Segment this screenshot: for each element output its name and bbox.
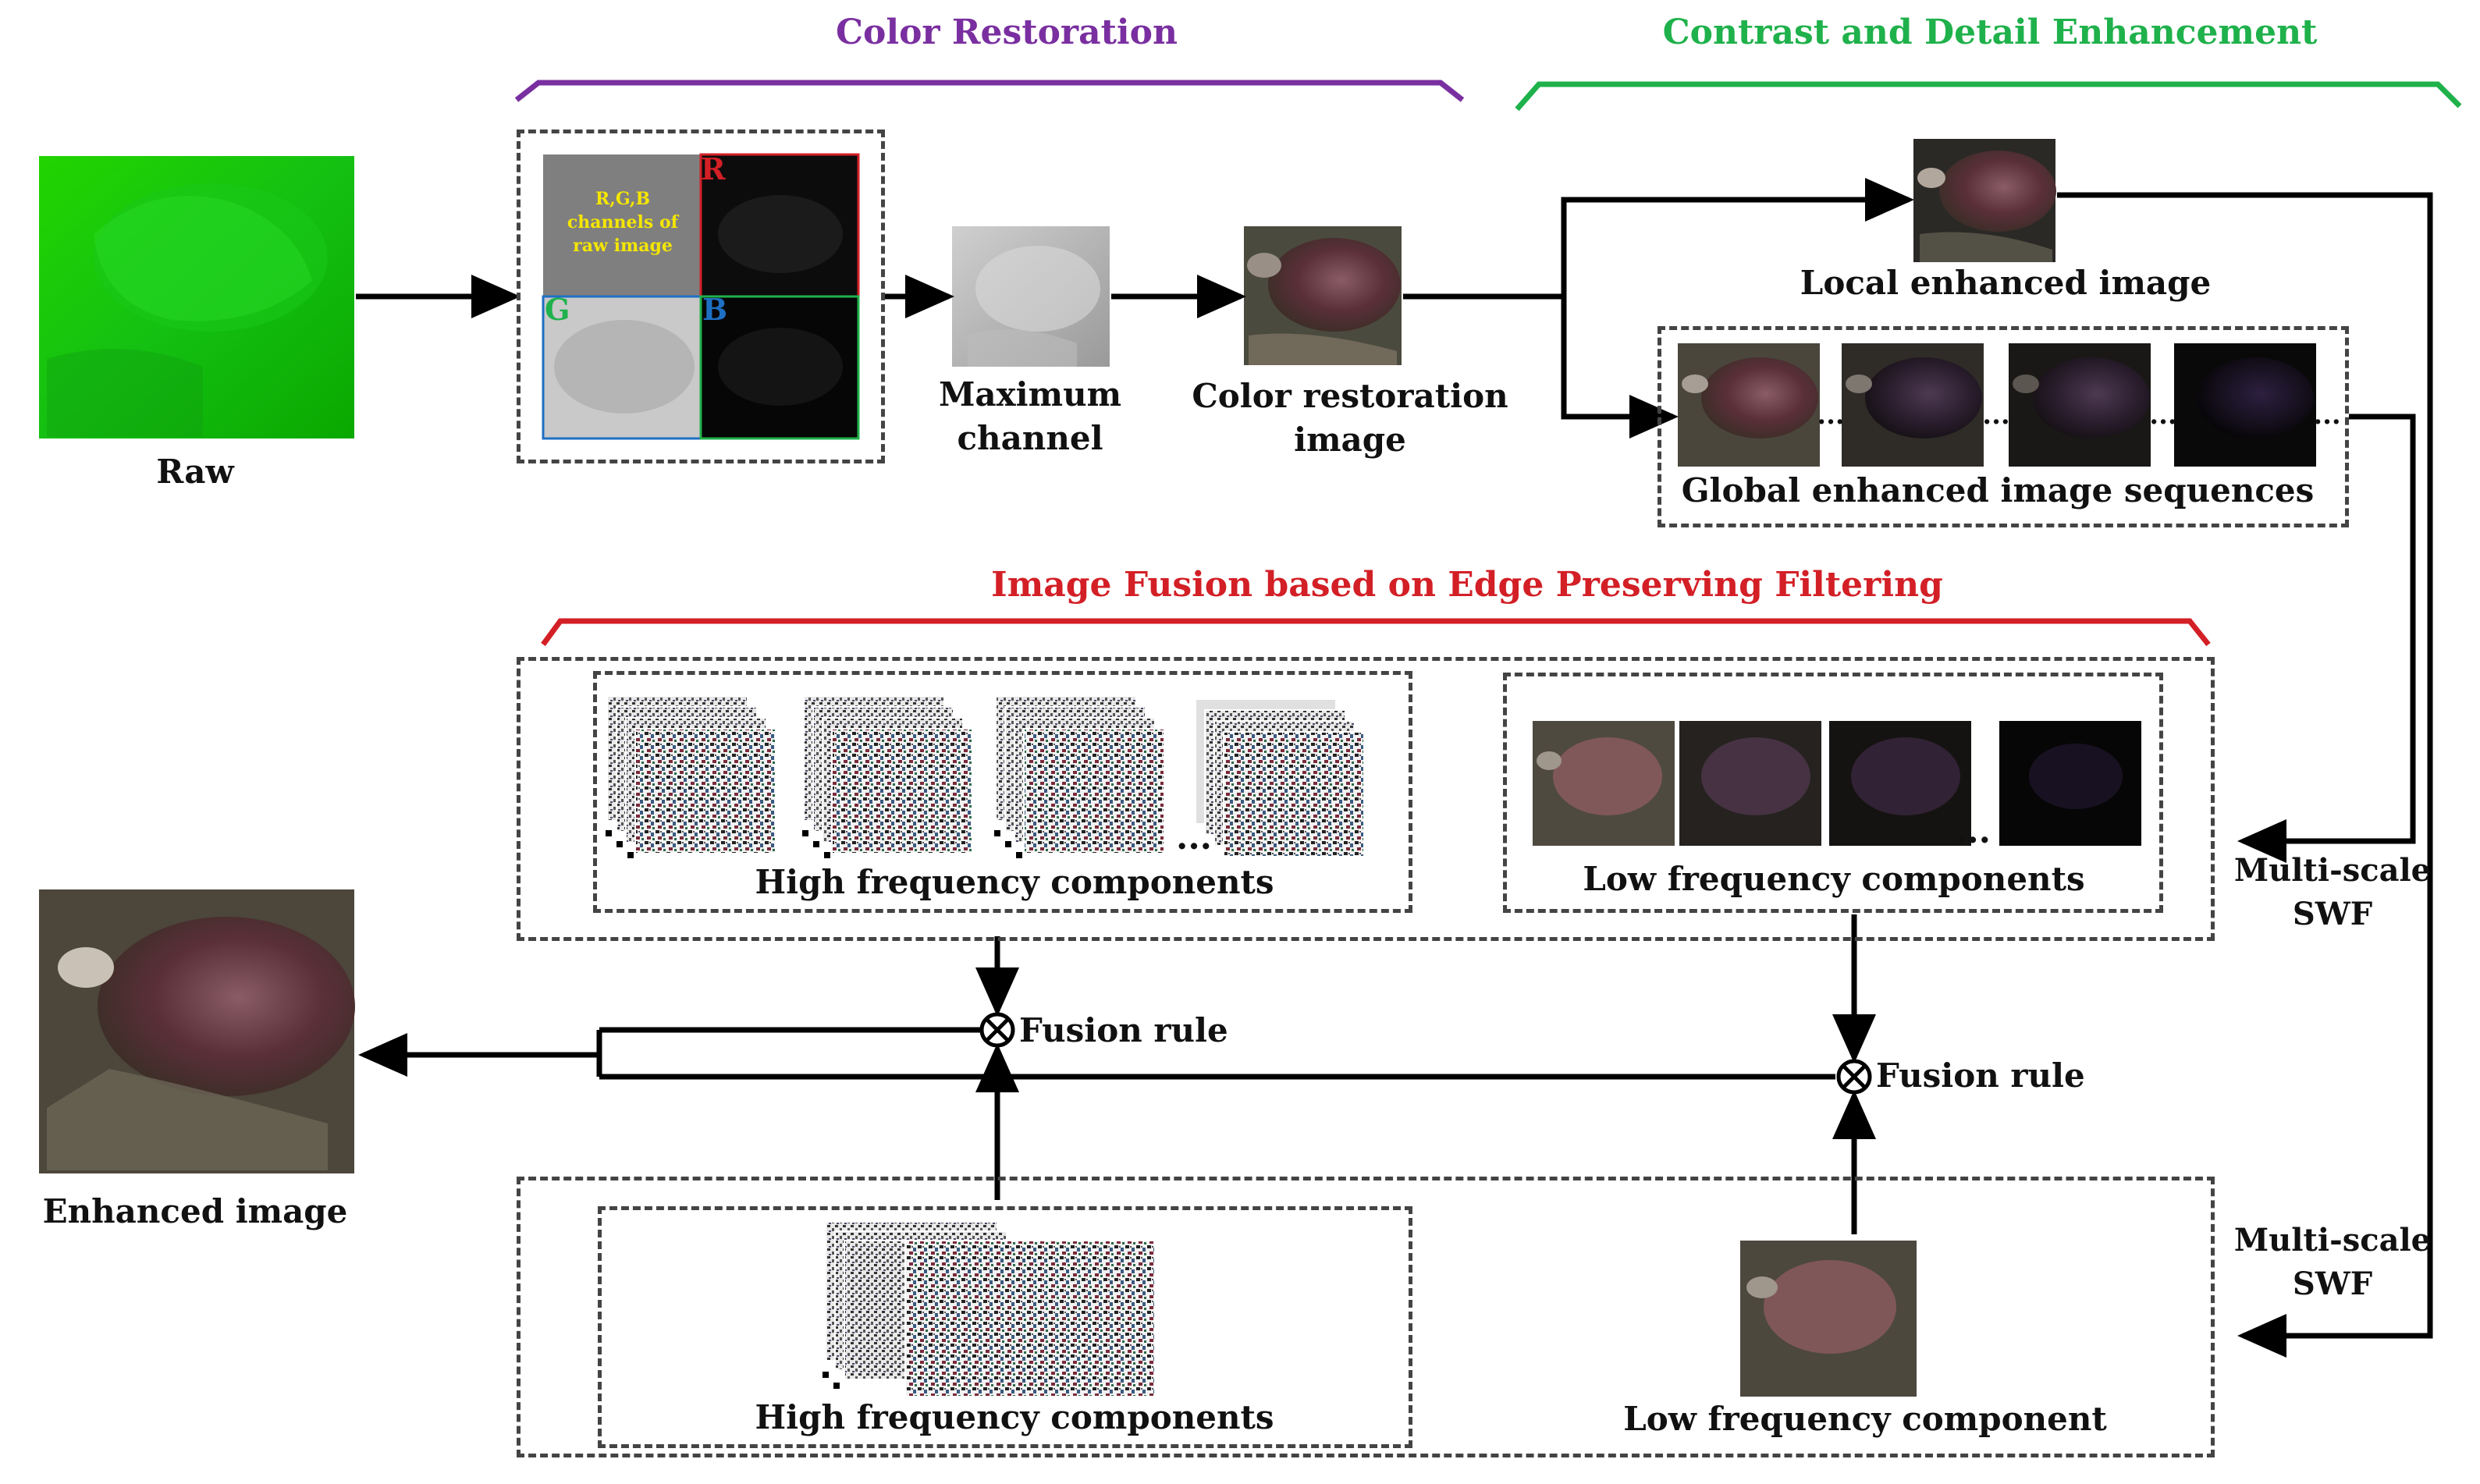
contrast-enhancement-bracket [1515, 81, 2462, 112]
global-ellipsis-4: ... [2313, 399, 2341, 431]
image-fusion-title: Image Fusion based on Edge Preserving Fi… [991, 565, 1943, 605]
fusion-rule-label-2: Fusion rule [1876, 1056, 2085, 1095]
low-freq-top-label: Low frequency components [1583, 860, 2085, 898]
low-freq-image-3 [1829, 721, 1971, 846]
fusion-rule-symbol-2 [1836, 1059, 1872, 1095]
low-freq-top-dashed-box [1503, 673, 2163, 913]
fusion-top-dashed-box [517, 657, 2215, 941]
global-sequences-dashed-box [1657, 326, 2349, 527]
high-freq-stack-1 [606, 695, 776, 854]
global-ellipsis-3: ... [2149, 399, 2177, 431]
global-sequence-image-4 [2174, 343, 2316, 467]
low-freq-top-ellipsis: ... [1955, 811, 1991, 851]
channel-r-label: R [701, 151, 726, 186]
global-sequence-image-3 [2009, 343, 2151, 467]
local-enhanced-label: Local enhanced image [1800, 264, 2212, 302]
maximum-channel-label: Maximum channel [938, 375, 1122, 457]
enhanced-image-label: Enhanced image [42, 1192, 348, 1230]
multi-scale-swf-label-2: Multi-scale SWF [2233, 1222, 2432, 1302]
color-restoration-title: Color Restoration [835, 12, 1178, 52]
global-ellipsis-2: ... [1982, 399, 2010, 431]
high-freq-bottom-stack [825, 1221, 1156, 1397]
channel-b-label: B [702, 292, 728, 327]
low-freq-image-1 [1533, 721, 1675, 846]
low-freq-bottom-image [1740, 1241, 1917, 1397]
fusion-rule-symbol-1 [979, 1012, 1015, 1048]
channels-grid [542, 153, 860, 440]
enhanced-turtle-image [39, 889, 355, 1173]
high-freq-bottom-dashed-box [598, 1206, 1412, 1448]
channels-dashed-box [517, 130, 885, 463]
local-enhanced-turtle-image [1913, 139, 2056, 262]
multi-scale-swf-label-1: Multi-scale SWF [2233, 852, 2432, 932]
high-freq-bottom-label: High frequency components [755, 1398, 1274, 1436]
low-freq-image-4 [1999, 721, 2141, 846]
low-freq-image-2 [1679, 721, 1821, 846]
color-restoration-image-label: Color restoration image [1192, 377, 1508, 459]
fusion-bottom-dashed-box [517, 1177, 2215, 1457]
image-fusion-bracket [541, 618, 2211, 647]
color-restoration-bracket [514, 80, 1465, 102]
maximum-channel-image [952, 226, 1110, 367]
high-freq-stack-2 [803, 695, 973, 854]
high-freq-stack-4 [1195, 698, 1365, 857]
fusion-rule-label-1: Fusion rule [1019, 1011, 1228, 1049]
high-freq-top-dashed-box [593, 671, 1412, 913]
channels-note: R,G,B channels of raw image [567, 189, 679, 256]
connectors [356, 178, 2433, 1358]
raw-image [39, 156, 354, 438]
color-restoration-turtle-image [1244, 226, 1402, 365]
global-sequence-image-2 [1842, 343, 1984, 467]
global-sequences-label: Global enhanced image sequences [1681, 471, 2315, 509]
global-sequence-image-1 [1678, 343, 1820, 467]
contrast-enhancement-title: Contrast and Detail Enhancement [1662, 12, 2318, 52]
raw-label: Raw [156, 453, 234, 491]
high-freq-top-ellipsis: ... [1176, 818, 1212, 857]
high-freq-stack-3 [995, 695, 1165, 854]
high-freq-top-label: High frequency components [755, 863, 1274, 901]
low-freq-bottom-label: Low frequency component [1623, 1400, 2107, 1438]
stack-dots [606, 830, 1022, 1389]
global-ellipsis-1: ... [1817, 399, 1845, 431]
channel-g-label: G [545, 292, 570, 327]
